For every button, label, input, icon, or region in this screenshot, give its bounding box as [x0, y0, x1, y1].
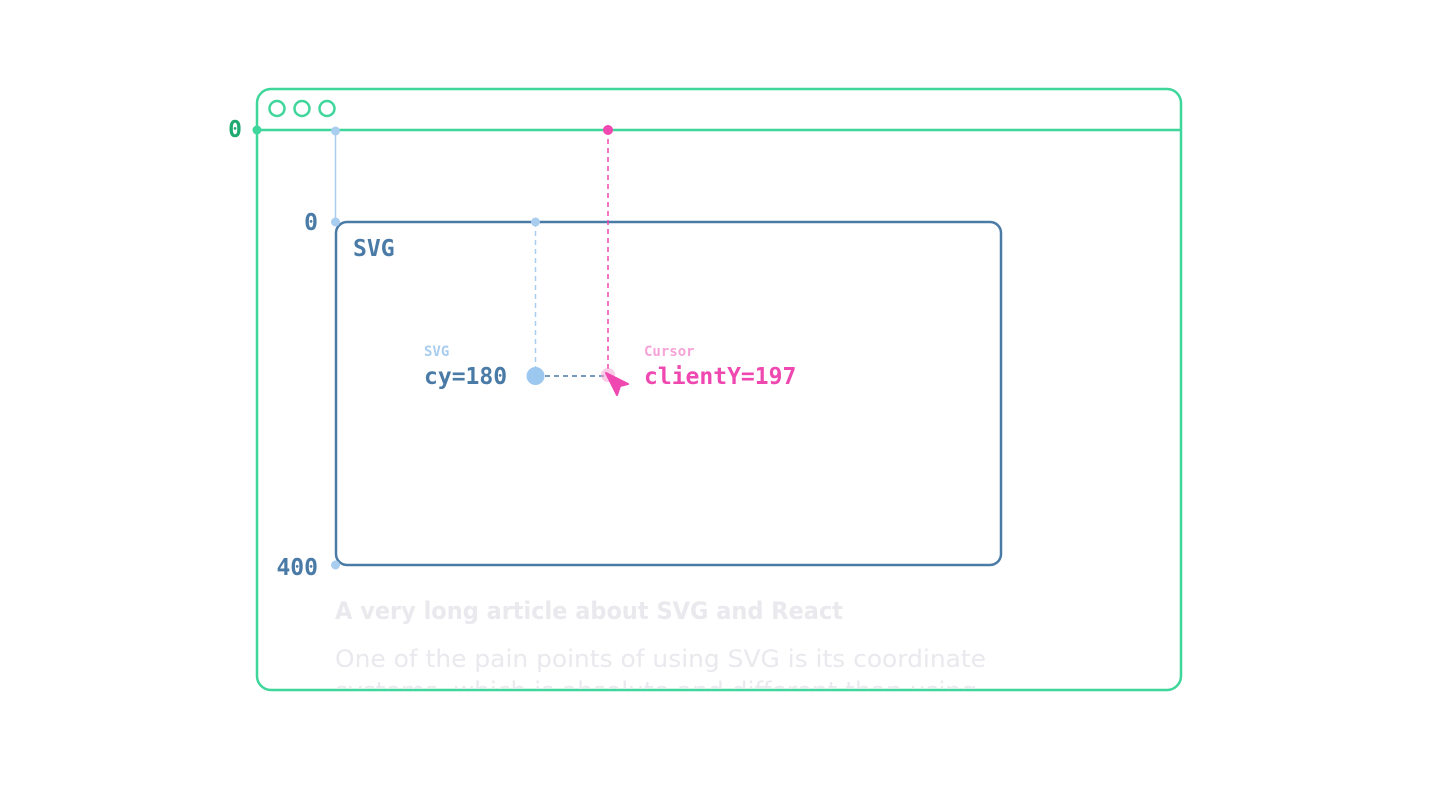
cursor-caption: Cursor [644, 344, 695, 360]
browser-origin-label: 0 [228, 117, 242, 143]
svg-top-marker [331, 217, 340, 227]
svg-point [526, 367, 545, 385]
article-heading: A very long article about SVG and React [335, 597, 843, 625]
cursor-group: Cursor clientY=197 [601, 125, 796, 396]
article-paragraph-line-1: One of the pain points of using SVG is i… [335, 645, 986, 673]
window-close-dot-icon[interactable] [268, 99, 286, 118]
article-paragraph-line-2: systems, which is absolute and different… [335, 677, 977, 705]
article-content: A very long article about SVG and React … [335, 597, 986, 705]
cursor-guide-top-marker [603, 125, 613, 135]
svg-point-guide-top-marker [531, 217, 540, 227]
browser-origin-marker [252, 125, 262, 135]
svg-canvas-title: SVG [353, 236, 395, 262]
svg-canvas-frame [334, 220, 1003, 567]
svg-canvas: SVG 0 400 [276, 210, 1003, 581]
offset-line-top-marker [331, 126, 340, 136]
svg-bottom-label: 400 [276, 555, 318, 581]
browser-window: 0 [228, 87, 1183, 692]
svg-point-group: SVG cy=180 [424, 217, 606, 390]
svg-point-value-label: cy=180 [424, 364, 507, 390]
svg-top-label: 0 [304, 210, 318, 236]
cursor-arrow-icon [605, 372, 629, 396]
browser-frame [255, 87, 1183, 692]
window-minimize-dot-icon[interactable] [293, 99, 311, 118]
window-maximize-dot-icon[interactable] [318, 99, 336, 118]
svg-bottom-marker [331, 560, 340, 570]
cursor-value-label: clientY=197 [644, 364, 796, 390]
svg-point-caption: SVG [424, 344, 449, 360]
